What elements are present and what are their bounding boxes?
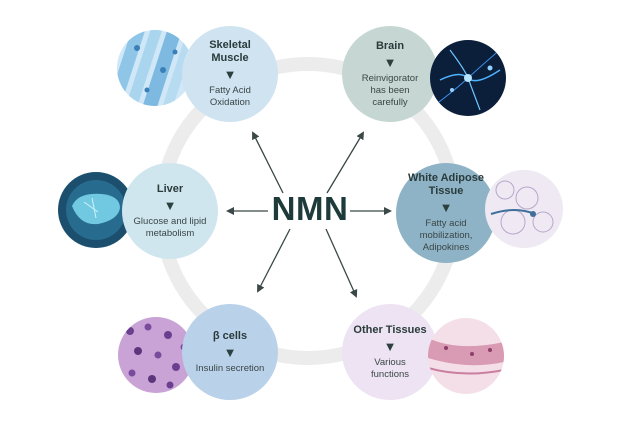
- liver-scan-image: [58, 172, 134, 248]
- down-arrow-icon: ▼: [223, 67, 237, 82]
- skeletal-muscle-node: Skeletal Muscle ▼ Fatty Acid Oxidation: [182, 26, 278, 122]
- down-arrow-icon: ▼: [383, 54, 397, 70]
- skeletal-muscle-desc: Fatty Acid Oxidation: [209, 85, 251, 108]
- arrow-to-other-tissues: [325, 228, 358, 298]
- arrow-to-brain: [326, 131, 365, 194]
- brain-node: Brain ▼ Reinvigorator has been carefully: [342, 26, 438, 122]
- other-tissues-node: Other Tissues ▼ Various functions: [342, 304, 438, 400]
- nmn-center-label: NMN: [271, 190, 349, 227]
- other-tissues-desc: Various functions: [370, 356, 410, 380]
- liver-title: Liver: [156, 182, 184, 195]
- adipose-tissue-image: [485, 170, 563, 248]
- white-adipose-node: White Adipose Tissue ▼ Fatty acid mobili…: [396, 163, 496, 263]
- down-arrow-icon: ▼: [439, 200, 453, 215]
- down-arrow-icon: ▼: [383, 338, 397, 354]
- down-arrow-icon: ▼: [163, 197, 177, 213]
- beta-cells-node: β cells ▼ Insulin secretion: [182, 304, 278, 400]
- brain-desc: Reinvigorator has been carefully: [361, 72, 419, 108]
- beta-cells-desc: Insulin secretion: [195, 362, 265, 374]
- white-adipose-desc: Fatty acid mobilization, Adipokines: [419, 218, 473, 253]
- arrow-to-beta-cells: [257, 228, 291, 293]
- other-tissues-title: Other Tissues: [353, 323, 427, 336]
- beta-cell-histology-image: [118, 317, 194, 393]
- beta-cells-title: β cells: [212, 329, 248, 342]
- skeletal-muscle-title: Skeletal Muscle: [209, 39, 251, 64]
- brain-title: Brain: [375, 39, 405, 52]
- liver-desc: Glucose and lipid metabolism: [133, 215, 207, 239]
- tissue-histology-image: [428, 318, 504, 394]
- white-adipose-title: White Adipose Tissue: [408, 172, 484, 197]
- arrow-to-skeletal-muscle: [252, 131, 284, 194]
- down-arrow-icon: ▼: [223, 344, 237, 360]
- liver-node: Liver ▼ Glucose and lipid metabolism: [122, 163, 218, 259]
- neuron-network-image: [430, 40, 506, 116]
